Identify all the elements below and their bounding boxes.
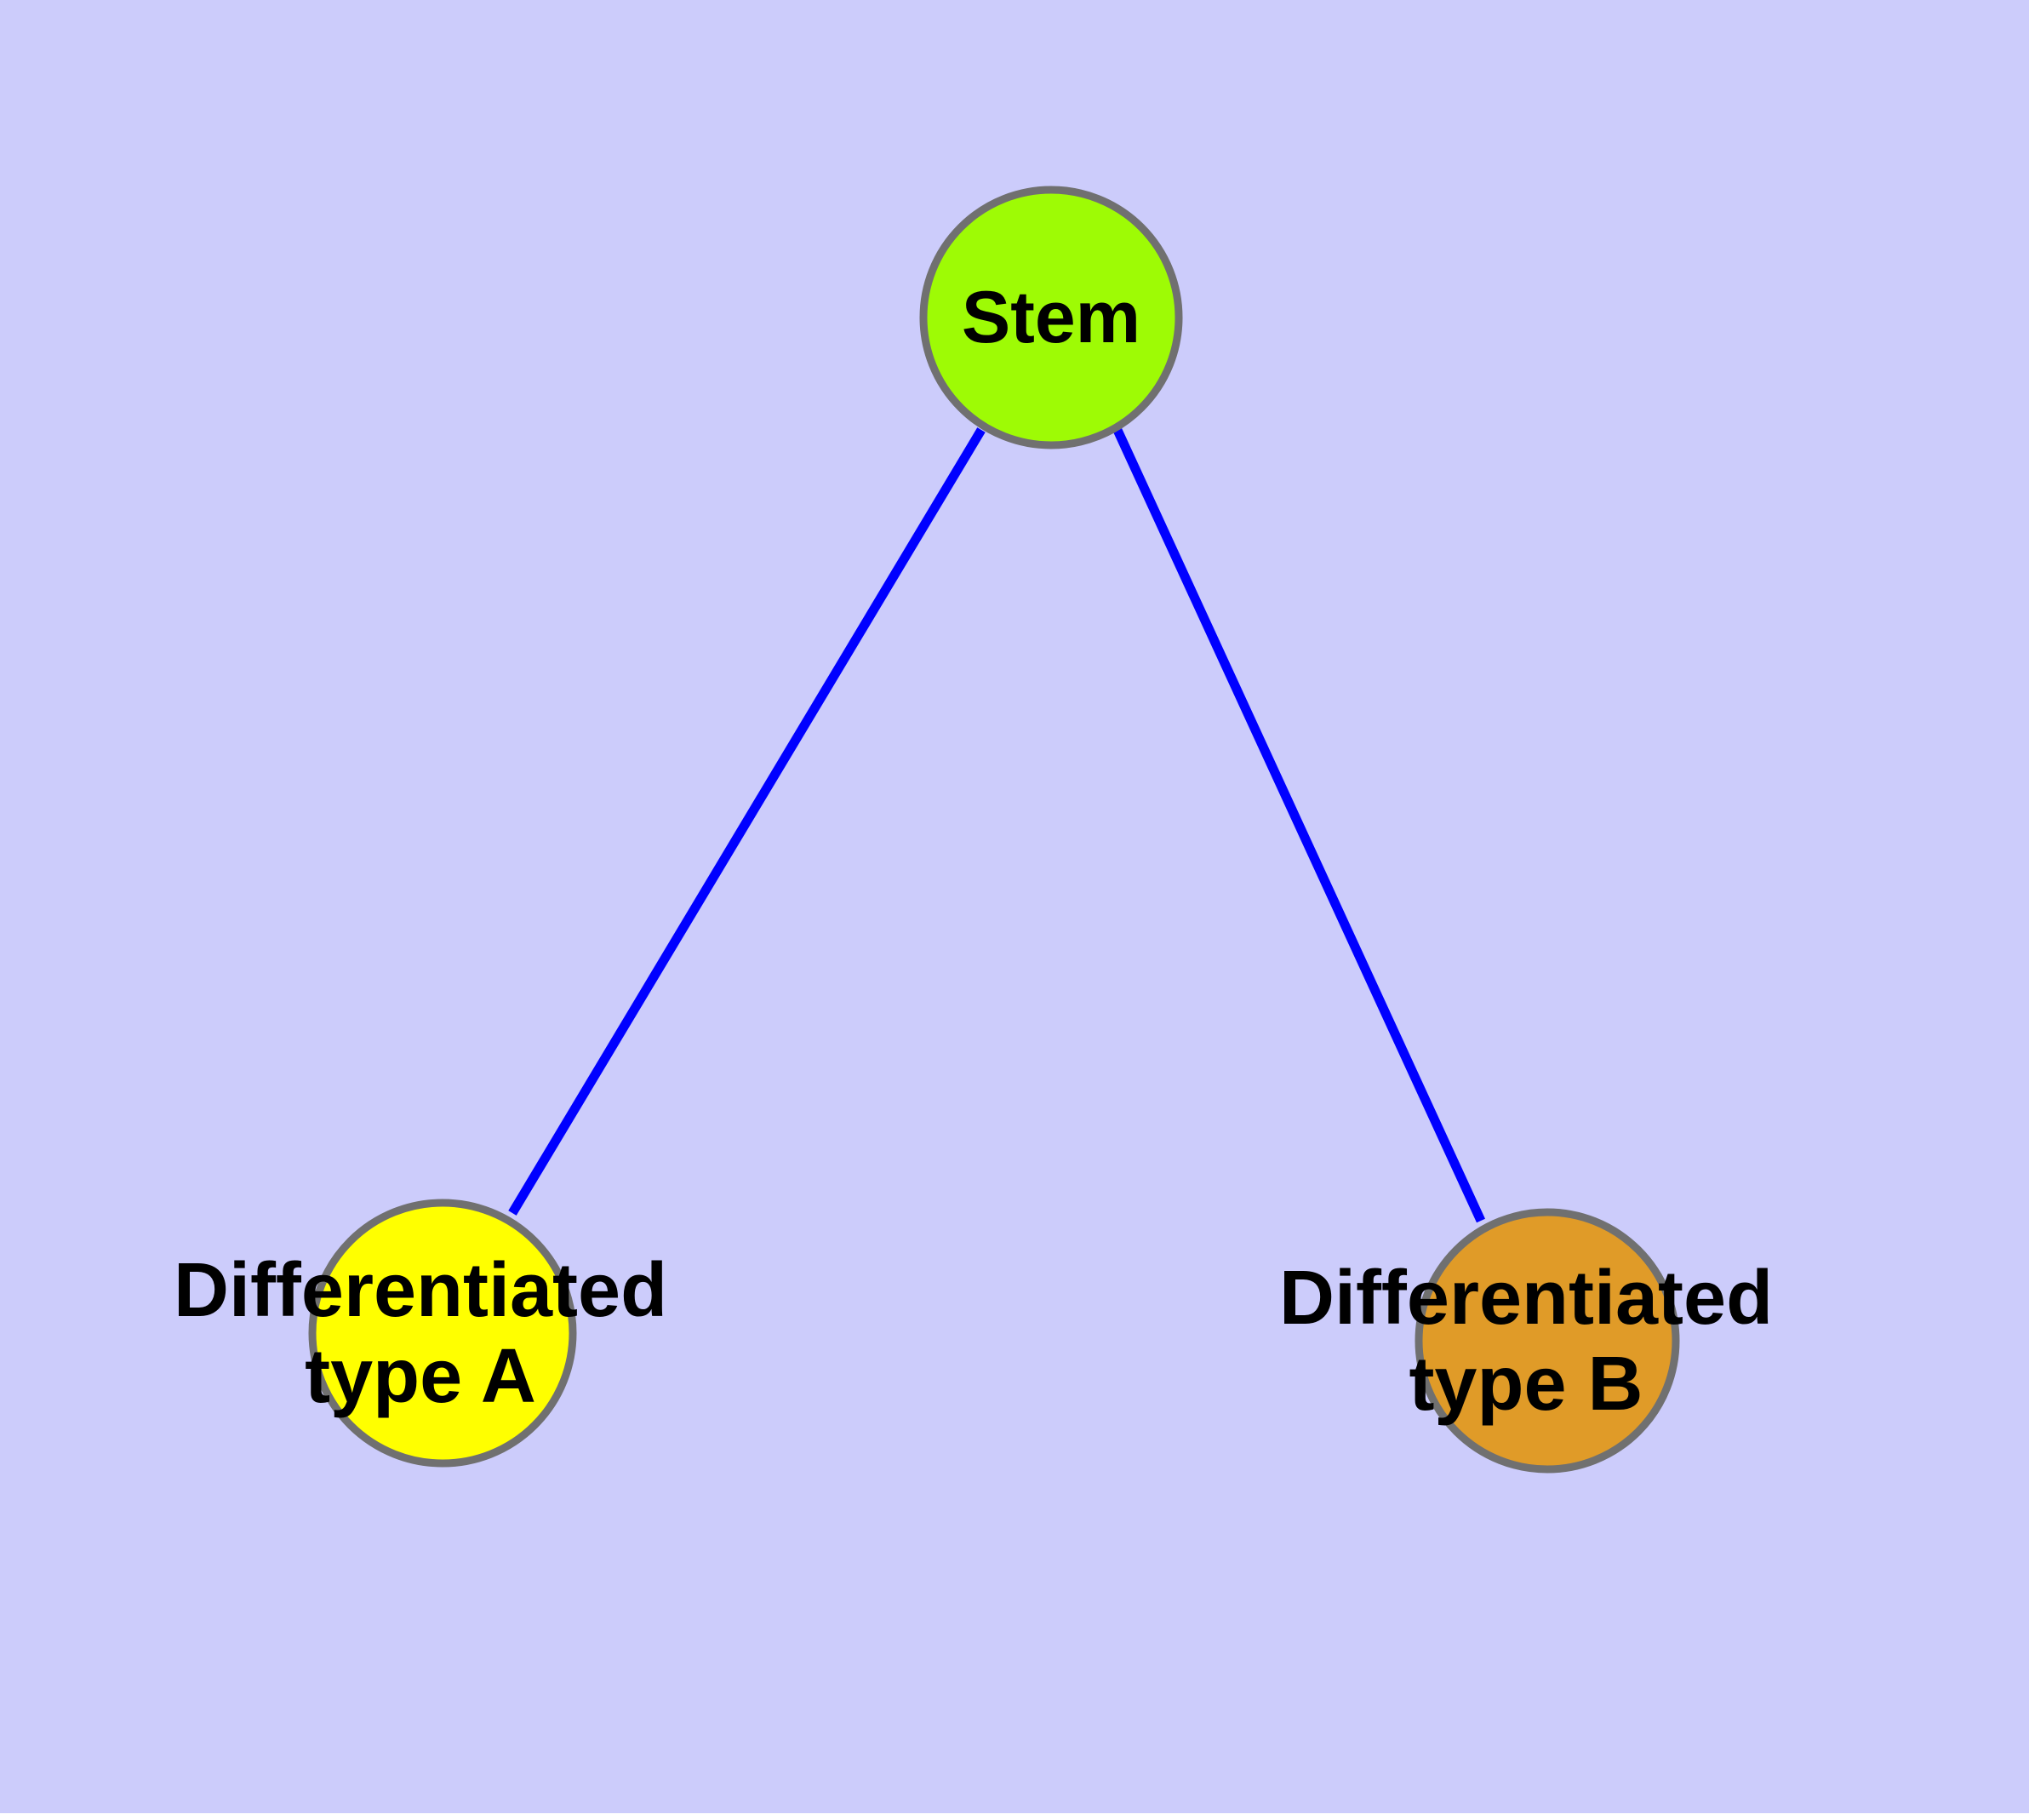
node-differentiated-type-a[interactable] [308, 1199, 577, 1468]
node-layer [308, 186, 1680, 1474]
node-stem[interactable] [919, 186, 1183, 449]
edge-layer [508, 426, 1485, 1223]
edge-stem-to-differentiated-type-b[interactable] [1112, 426, 1485, 1223]
edge-stem-to-differentiated-type-a[interactable] [508, 427, 986, 1216]
node-differentiated-type-b[interactable] [1415, 1208, 1680, 1474]
